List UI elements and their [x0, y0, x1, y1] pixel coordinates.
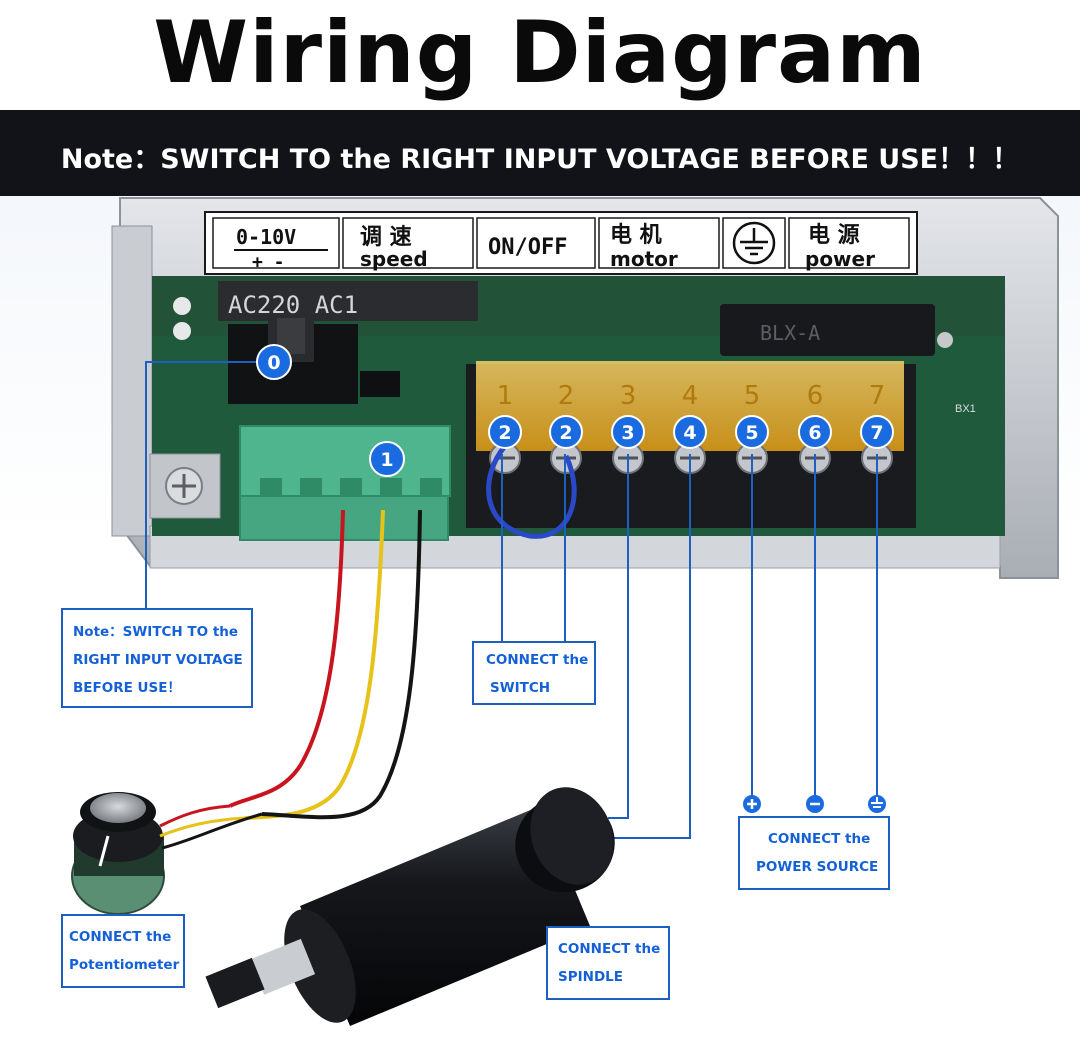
wiring: [229, 444, 577, 820]
relay-label: BLX-A: [760, 321, 820, 345]
pot-leads: [159, 804, 263, 850]
note-banner: Note：SWITCH TO the RIGHT INPUT VOLTAGE B…: [0, 110, 1080, 196]
note-callout-line-1: Note：SWITCH TO the: [73, 624, 239, 640]
badge-terminal-number-3: 3: [621, 422, 634, 444]
badge-terminal-number-7: 7: [870, 422, 883, 444]
badge-terminal-number-6: 6: [808, 422, 821, 444]
ground-icon: [732, 221, 776, 265]
speed-cn-label: 调 速: [360, 224, 412, 250]
motor-cn-label: 电 机: [610, 223, 662, 248]
badge-terminal-3: 3: [611, 415, 645, 449]
wiring-illustration: AC220 AC1 BLX-A BX1 0-10V + - 调 速 speed …: [71, 197, 1059, 1026]
badge-connector-number: 1: [380, 449, 393, 471]
power-callout-line-1: CONNECT the: [768, 831, 871, 847]
voltage-label: 0-10V: [236, 225, 296, 249]
badge-terminal-number-5: 5: [745, 422, 758, 444]
badge-terminal-number-2: 2: [559, 422, 572, 444]
plus-icon: [743, 795, 761, 813]
badge-terminal-number-1: 2: [498, 422, 511, 444]
motor-label: motor: [610, 247, 678, 271]
red-wire: [229, 509, 345, 808]
note-callout: Note：SWITCH TO the RIGHT INPUT VOLTAGE B…: [61, 608, 253, 708]
power-callout: CONNECT the POWER SOURCE: [738, 816, 890, 890]
jumper-wire: [486, 444, 577, 539]
polarity-label: + -: [252, 252, 285, 273]
mounting-screw: [149, 453, 221, 519]
spindle-callout: CONNECT the SPINDLE: [546, 926, 670, 1000]
leader-lines: [145, 361, 878, 839]
power-callout-line-2: POWER SOURCE: [756, 859, 879, 875]
note-callout-line-2: RIGHT INPUT VOLTAGE: [73, 652, 243, 668]
minus-icon: [806, 795, 824, 813]
ground-small-icon: [868, 795, 886, 813]
badge-terminal-1: 2: [488, 415, 522, 449]
badge-switch-number: 0: [267, 352, 280, 374]
badge-terminal-5: 5: [735, 415, 769, 449]
potentiometer: [71, 792, 165, 915]
badge-terminal-2: 2: [549, 415, 583, 449]
bx-label: BX1: [955, 403, 976, 415]
spindle-callout-line-1: CONNECT the: [558, 941, 661, 957]
number-badges: 0 1 2 2 3 4 5 6 7: [256, 344, 894, 477]
power-cn-label: 电 源: [808, 223, 860, 248]
onoff-label: ON/OFF: [488, 235, 567, 260]
black-wire: [261, 509, 422, 820]
power-polarity-icons: [743, 795, 886, 813]
terminal-digit-7: 7: [869, 381, 886, 411]
badge-terminal-7: 7: [860, 415, 894, 449]
terminal-digit-2: 2: [558, 381, 575, 411]
badge-switch: 0: [256, 344, 292, 380]
power-label: power: [805, 247, 875, 271]
switch-callout-line-2: SWITCH: [490, 680, 551, 696]
potentiometer-callout-line-2: Potentiometer: [69, 957, 180, 973]
badge-terminal-number-4: 4: [683, 422, 696, 444]
badge-terminal-4: 4: [673, 415, 707, 449]
switch-callout: CONNECT the SWITCH: [472, 641, 596, 705]
terminal-digit-1: 1: [497, 381, 514, 411]
potentiometer-callout-line-1: CONNECT the: [69, 929, 172, 945]
terminal-digit-3: 3: [620, 381, 637, 411]
voltage-switch: [228, 314, 358, 404]
terminal-digit-6: 6: [807, 381, 824, 411]
potentiometer-callout: CONNECT the Potentiometer: [61, 914, 185, 988]
terminal-digit-4: 4: [682, 381, 699, 411]
speed-label: speed: [360, 247, 428, 271]
note-callout-line-3: BEFORE USE！: [73, 680, 181, 696]
spindle-motor: [205, 787, 615, 1026]
spindle-callout-line-2: SPINDLE: [558, 969, 623, 985]
badge-connector: 1: [369, 441, 405, 477]
wiring-scene: AC220 AC1 BLX-A BX1 0-10V + - 调 速 speed …: [0, 196, 1080, 1048]
page-title: Wiring Diagram: [153, 3, 927, 103]
badge-terminal-6: 6: [798, 415, 832, 449]
terminal-digit-5: 5: [744, 381, 761, 411]
switch-callout-line-1: CONNECT the: [486, 652, 589, 668]
terminal-label-strip: 0-10V + - 调 速 speed ON/OFF 电 机 motor 电 源…: [204, 211, 918, 275]
